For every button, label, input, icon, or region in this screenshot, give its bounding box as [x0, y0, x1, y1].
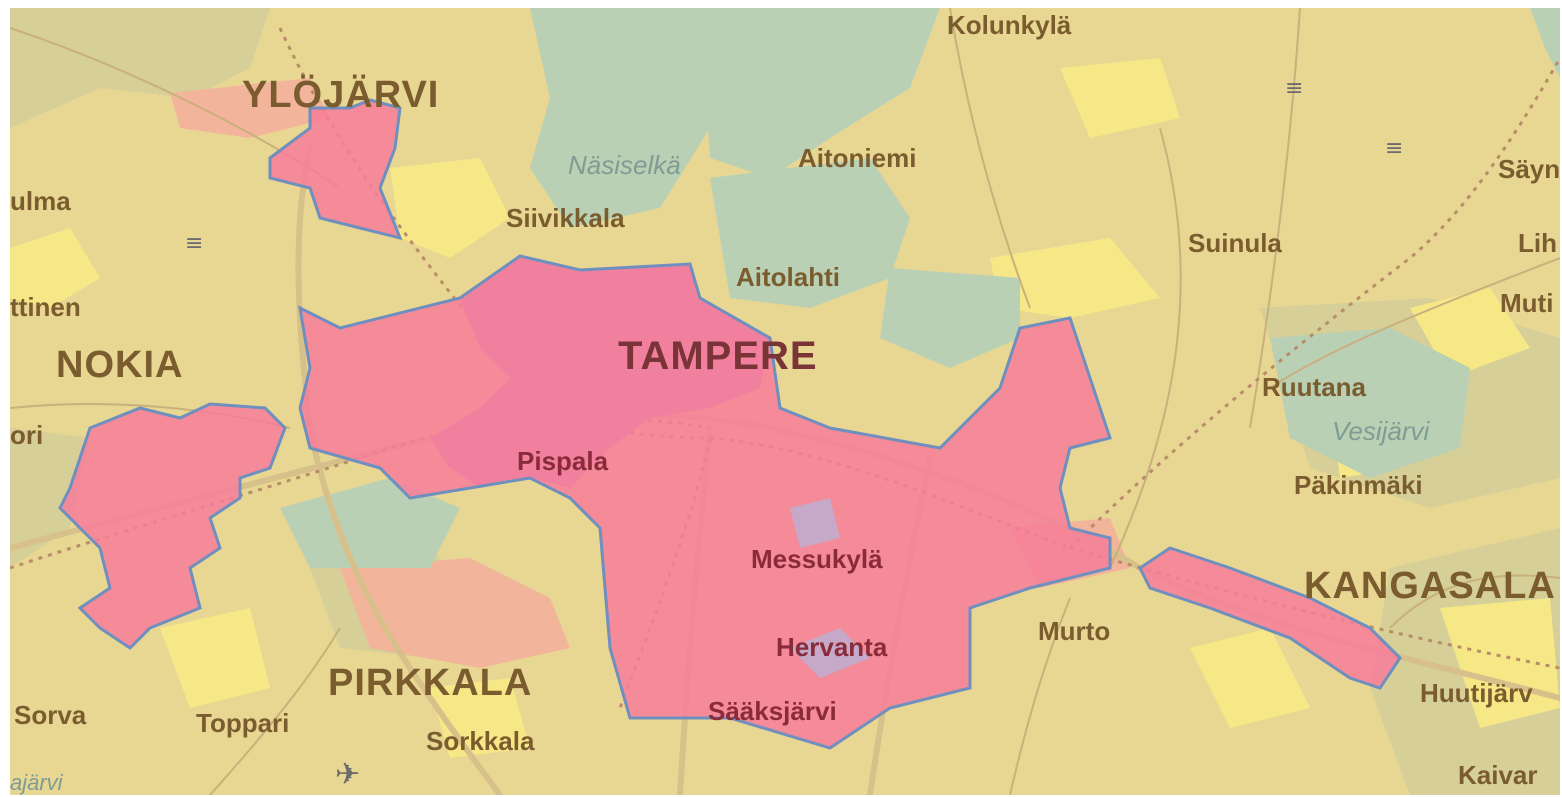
- label-ajarvi: ajärvi: [10, 770, 63, 795]
- label-pakinmaki: Päkinmäki: [1294, 470, 1423, 500]
- label-toppari: Toppari: [196, 708, 290, 738]
- label-vesijarvi: Vesijärvi: [1332, 416, 1430, 446]
- map-canvas: [10, 8, 1560, 795]
- label-suinula: Suinula: [1188, 228, 1282, 258]
- water-bodies: [280, 8, 1560, 568]
- label-pirkkala: PIRKKALA: [328, 662, 533, 704]
- label-messukyla: Messukylä: [751, 544, 883, 574]
- label-aitoniemi: Aitoniemi: [798, 143, 917, 173]
- label-ulma: ulma: [10, 186, 71, 216]
- label-siivikkala: Siivikkala: [506, 203, 625, 233]
- marsh-icon: ≡: [1385, 136, 1404, 161]
- label-kolunkyla: Kolunkylä: [947, 10, 1072, 40]
- service-area: [58, 98, 1402, 750]
- label-sorkkala: Sorkkala: [426, 726, 535, 756]
- airport-icon[interactable]: ✈: [335, 757, 361, 792]
- label-lih: Lih: [1518, 228, 1557, 258]
- label-murto: Murto: [1038, 616, 1111, 646]
- label-nokia: NOKIA: [56, 344, 184, 386]
- label-nasiselka: Näsiselkä: [568, 150, 681, 180]
- label-ylojarvi: YLÖJÄRVI: [242, 74, 440, 116]
- label-sayn: Säyn: [1498, 154, 1560, 184]
- label-huutijarv: Huutijärv: [1420, 678, 1533, 708]
- label-pispala: Pispala: [517, 446, 609, 476]
- map-view[interactable]: ≡ ≡ ≡ ✈ Kolunkylä YLÖJÄRVI Näsiselkä Ait…: [10, 8, 1560, 795]
- inner-lakes: [790, 498, 870, 678]
- label-aitolahti: Aitolahti: [736, 262, 840, 292]
- label-tampere: TAMPERE: [618, 334, 818, 378]
- label-kaivar: Kaivar: [1458, 760, 1538, 790]
- label-sorva: Sorva: [14, 700, 87, 730]
- marsh-icon: ≡: [185, 231, 204, 256]
- label-muti: Muti: [1500, 288, 1554, 318]
- label-saaksjarvi: Sääksjärvi: [708, 696, 837, 726]
- label-ruutana: Ruutana: [1262, 372, 1366, 402]
- label-ttinen: ttinen: [10, 292, 81, 322]
- label-ori: ori: [10, 420, 44, 450]
- label-kangasala: KANGASALA: [1304, 565, 1556, 607]
- label-hervanta: Hervanta: [776, 632, 888, 662]
- marsh-icon: ≡: [1285, 76, 1304, 101]
